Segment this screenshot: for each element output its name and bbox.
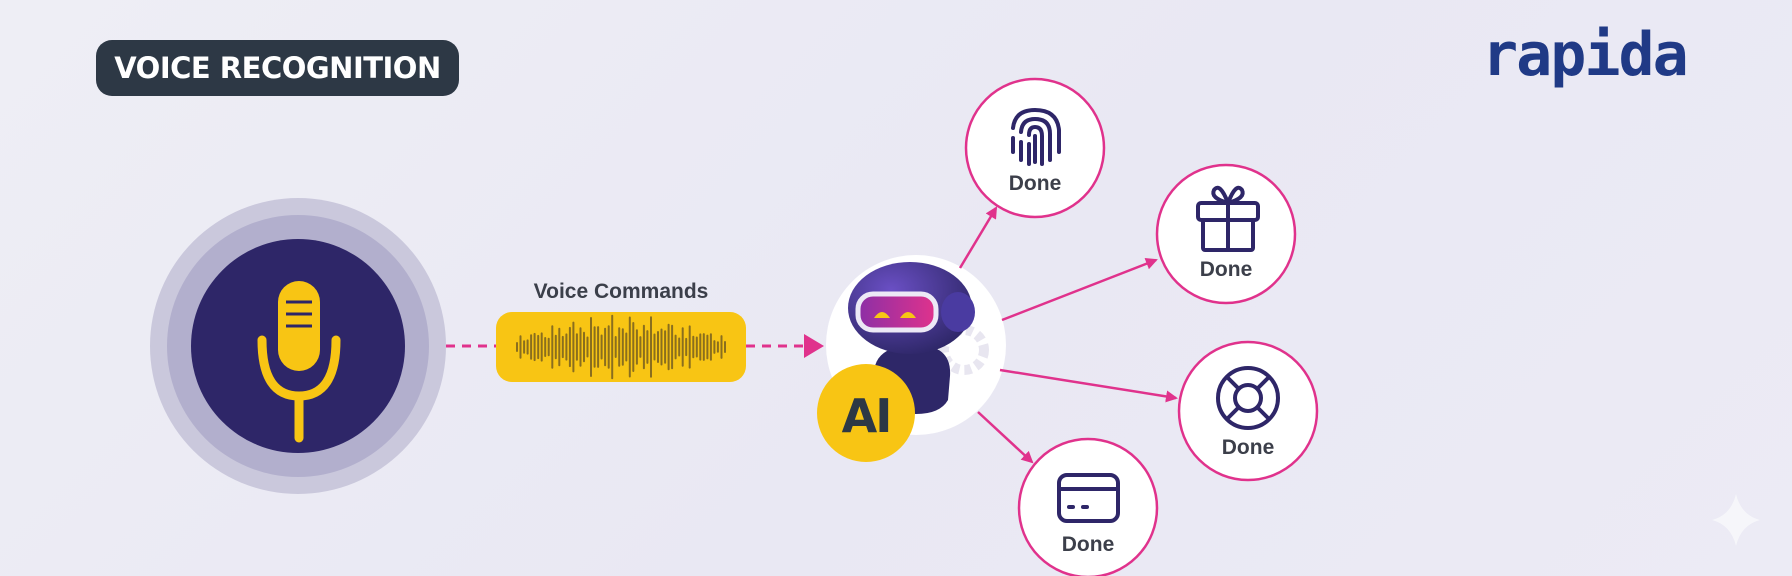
outcome-gift-label: Done: [1199, 258, 1253, 281]
arrow-to-gift: [1001, 258, 1158, 322]
microphone-node: [150, 198, 446, 494]
section-title: VOICE RECOGNITION: [114, 51, 441, 85]
outcome-lifebuoy: [1177, 340, 1319, 482]
microphone-icon: [257, 281, 341, 443]
robot-icon: [848, 262, 989, 414]
ai-badge: AI: [817, 364, 915, 462]
triangle-arrow-icon: [804, 334, 824, 358]
arrow-to-fingerprint: [958, 206, 998, 269]
ai-robot-node: AI: [817, 255, 1006, 462]
fingerprint-icon: [1011, 107, 1061, 166]
card-icon: [1057, 473, 1120, 523]
outcome-fingerprint: [964, 77, 1106, 219]
section-title-badge: VOICE RECOGNITION: [96, 40, 459, 96]
sparkle-icon: [1712, 494, 1760, 546]
arrow-to-card: [977, 411, 1034, 464]
gift-icon: [1196, 185, 1260, 252]
outcome-card: [1017, 437, 1159, 576]
voice-waveform: [496, 312, 746, 382]
lifebuoy-icon: [1216, 366, 1280, 430]
brand-logo: rapida: [1482, 20, 1689, 90]
outcome-card-label: Done: [1061, 533, 1115, 556]
arrow-to-lifebuoy: [999, 368, 1178, 403]
outcome-gift: [1155, 163, 1297, 305]
voice-commands-label: Voice Commands: [533, 280, 709, 303]
ai-label: AI: [842, 389, 891, 443]
outcome-lifebuoy-label: Done: [1221, 436, 1275, 459]
outcome-fingerprint-label: Done: [1008, 172, 1062, 195]
